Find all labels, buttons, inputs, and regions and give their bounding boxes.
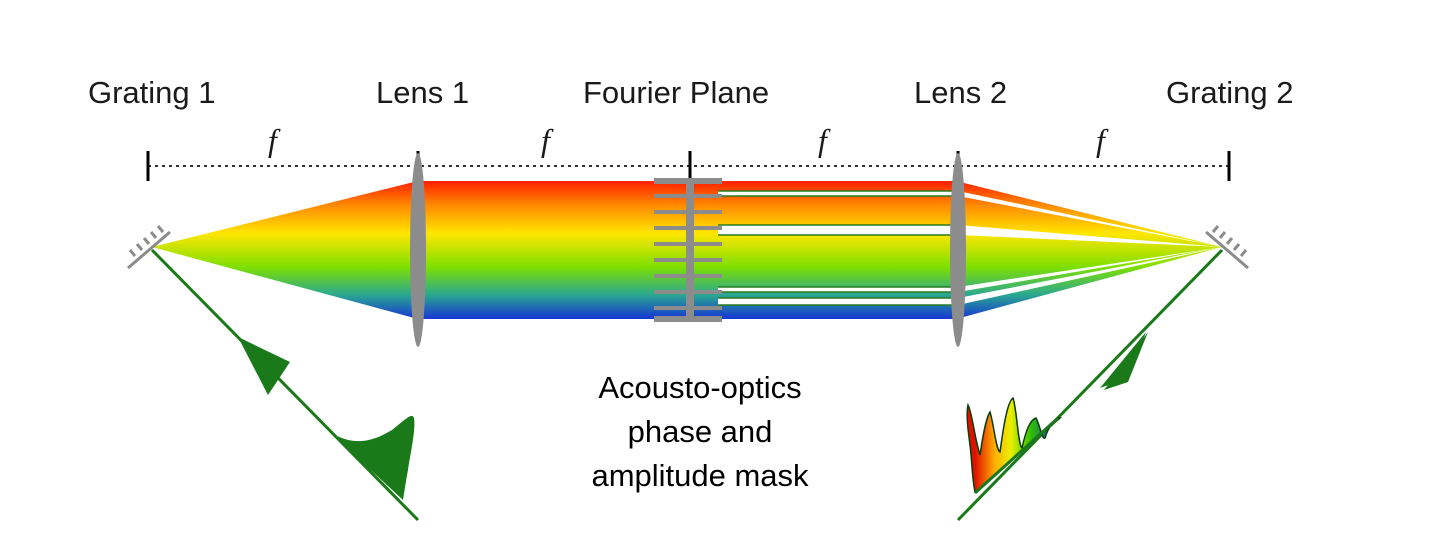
focal-length-1: f bbox=[268, 122, 277, 158]
lens-1-label: Lens 1 bbox=[376, 75, 470, 110]
grating-2-shape bbox=[1205, 225, 1249, 270]
lens-2-shape bbox=[950, 153, 966, 347]
right-cone-gaps bbox=[958, 191, 1222, 305]
fourier-plane-label: Fourier Plane bbox=[583, 75, 770, 110]
lens-1-shape bbox=[410, 153, 426, 347]
mask-caption-line-2: phase and bbox=[627, 414, 773, 449]
grating-1-shape bbox=[127, 225, 171, 270]
output-arrow-icon bbox=[1100, 332, 1146, 388]
mask-caption-line-1: Acousto-optics bbox=[598, 370, 802, 405]
acousto-optic-mask bbox=[654, 178, 722, 322]
lens-2-label: Lens 2 bbox=[914, 75, 1008, 110]
right-beam-cone bbox=[956, 181, 1222, 319]
mask-caption-line-3: amplitude mask bbox=[591, 458, 809, 493]
masked-spectral-gaps bbox=[718, 191, 952, 305]
masked-beam-edges bbox=[718, 190, 952, 306]
input-arrow-icon bbox=[238, 337, 290, 395]
output-pulse-shaped-waveform bbox=[966, 396, 1063, 494]
focal-length-4: f bbox=[1096, 122, 1105, 158]
left-beam-cone bbox=[152, 181, 418, 319]
focal-length-ruler bbox=[146, 151, 1231, 181]
focal-length-3: f bbox=[818, 122, 827, 158]
grating-2-label: Grating 2 bbox=[1166, 75, 1294, 110]
focal-length-2: f bbox=[541, 122, 550, 158]
mask-caption: Acousto-optics phase and amplitude mask bbox=[530, 366, 870, 498]
output-pulse bbox=[956, 248, 1224, 522]
input-pulse-envelope bbox=[330, 415, 415, 500]
grating-1-label: Grating 1 bbox=[88, 75, 216, 110]
input-pulse bbox=[150, 248, 420, 522]
